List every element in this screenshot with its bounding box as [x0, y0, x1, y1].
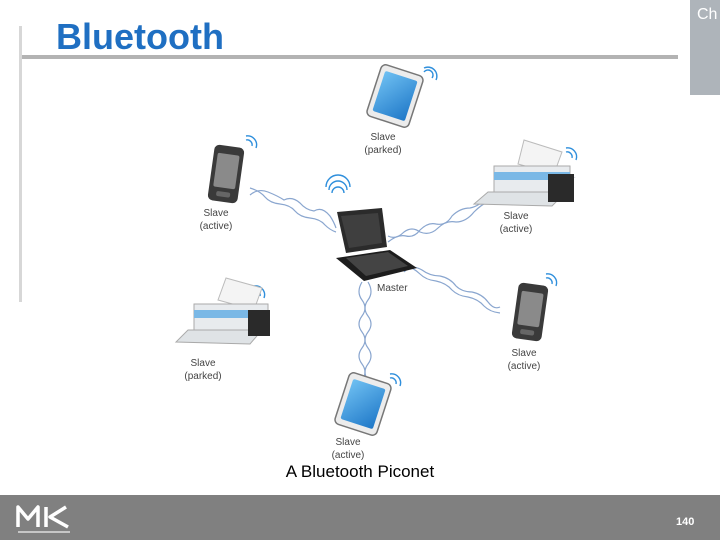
- node-label-phone-left-line2: (active): [200, 221, 233, 232]
- wave-link-printer-right: [387, 195, 489, 243]
- phone-icon: [207, 144, 245, 204]
- node-label-tablet-top-line1: Slave: [370, 132, 395, 143]
- wave-link-tablet-bottom: [358, 281, 366, 381]
- laptop-icon: [336, 208, 417, 281]
- node-label-tablet-bottom-line1: Slave: [335, 437, 360, 448]
- node-label-printer-left-line1: Slave: [190, 358, 215, 369]
- diagram-caption: A Bluetooth Piconet: [285, 462, 435, 481]
- page-number: 140: [676, 516, 695, 528]
- node-label-phone-left-line1: Slave: [203, 208, 228, 219]
- footer-bar: [0, 495, 720, 540]
- node-label-printer-right-line1: Slave: [503, 211, 528, 222]
- node-label-printer-left-line2: (parked): [184, 371, 221, 382]
- printer-icon: [472, 139, 576, 207]
- wave-link-phone-right-b: [403, 266, 501, 309]
- node-label-tablet-bottom-line2: (active): [332, 450, 365, 461]
- wave-link-phone-left-b: [249, 189, 337, 229]
- printer-icon: [174, 277, 270, 345]
- tablet-icon: [366, 64, 424, 128]
- node-label-tablet-top-line2: (parked): [364, 145, 401, 156]
- node-label-phone-right-line1: Slave: [511, 348, 536, 359]
- title-underline: [22, 55, 678, 59]
- wave-link-printer-right-b: [387, 201, 489, 238]
- left-accent-rule: [19, 26, 22, 302]
- wave-link-phone-right: [403, 264, 501, 314]
- node-label-phone-right-line2: (active): [508, 361, 541, 372]
- tablet-icon: [334, 372, 392, 436]
- phone-icon: [511, 282, 549, 342]
- corner-tab: [690, 0, 720, 95]
- publisher-logo: [16, 505, 70, 533]
- corner-tab-text: Ch: [697, 6, 718, 23]
- piconet-diagram: Master Slave (parked) Slave (active) Sla…: [174, 64, 578, 461]
- wave-link-phone-left: [249, 187, 337, 233]
- signal-arcs: [245, 66, 578, 387]
- wave-link-tablet-bottom-b: [364, 281, 372, 381]
- node-label-printer-right-line2: (active): [500, 224, 533, 235]
- slide-title: Bluetooth: [56, 16, 224, 57]
- master-label: Master: [377, 283, 408, 294]
